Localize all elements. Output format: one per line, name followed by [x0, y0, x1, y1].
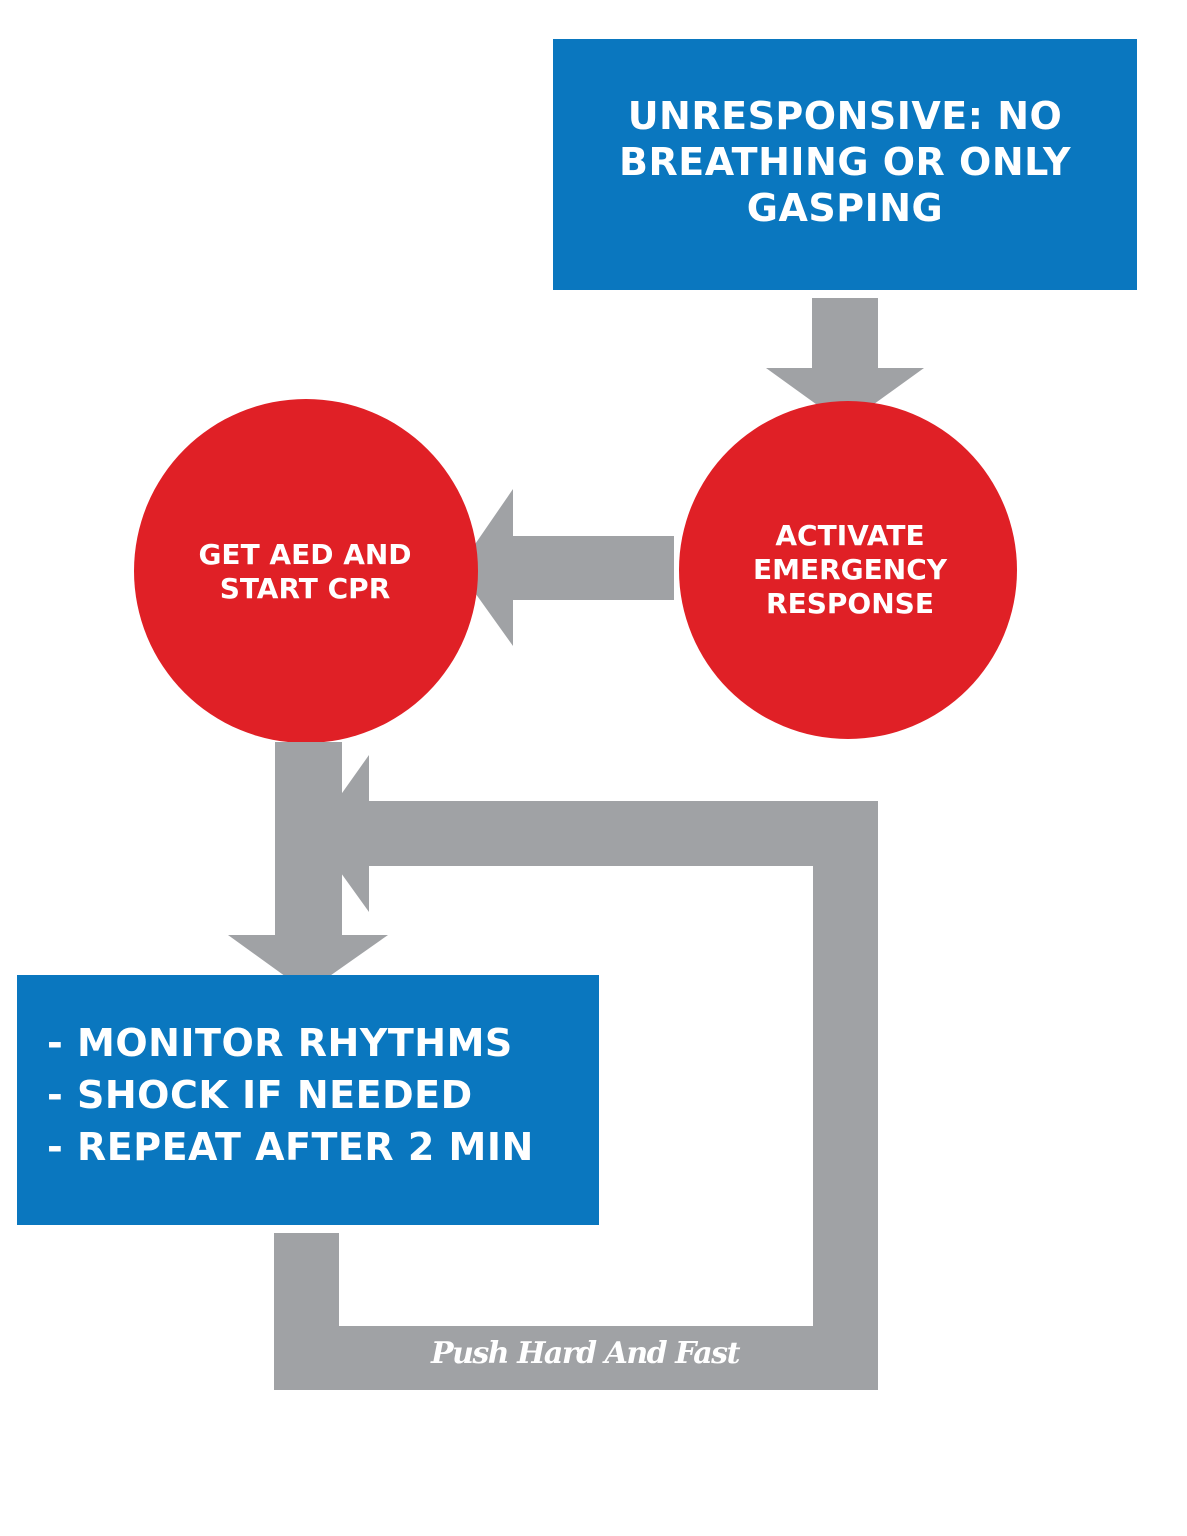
activate-line-1: ACTIVATE	[775, 519, 925, 552]
start-condition-line-2: BREATHING OR ONLY	[619, 139, 1071, 184]
arrow-down-to-monitor	[228, 742, 388, 992]
start-condition-line-1: UNRESPONSIVE: NO	[627, 93, 1063, 138]
aed-line-1: GET AED AND	[198, 538, 412, 571]
aed-cpr-circle	[134, 399, 478, 743]
aed-cpr-label: GET AED AND START CPR	[150, 500, 460, 642]
activate-emergency-circle	[679, 401, 1017, 739]
arrow-down-to-activate	[766, 298, 924, 425]
start-condition-box: UNRESPONSIVE: NO BREATHING OR ONLY GASPI…	[553, 39, 1137, 290]
activate-line-2: EMERGENCY	[752, 553, 948, 586]
monitor-line-2: - SHOCK IF NEEDED	[47, 1073, 473, 1117]
activate-line-3: RESPONSE	[766, 587, 934, 620]
push-hard-fast-caption: Push Hard And Fast	[431, 1336, 740, 1371]
activate-emergency-label: ACTIVATE EMERGENCY RESPONSE	[700, 500, 1000, 640]
monitor-box: - MONITOR RHYTHMS - SHOCK IF NEEDED - RE…	[17, 975, 599, 1225]
aed-line-2: START CPR	[219, 572, 391, 605]
arrow-left-to-aed	[458, 489, 674, 646]
start-condition-line-3: GASPING	[746, 185, 944, 230]
loop-back-arrow	[274, 755, 878, 1390]
monitor-line-1: - MONITOR RHYTHMS	[47, 1021, 513, 1065]
monitor-line-3: - REPEAT AFTER 2 MIN	[47, 1125, 534, 1169]
